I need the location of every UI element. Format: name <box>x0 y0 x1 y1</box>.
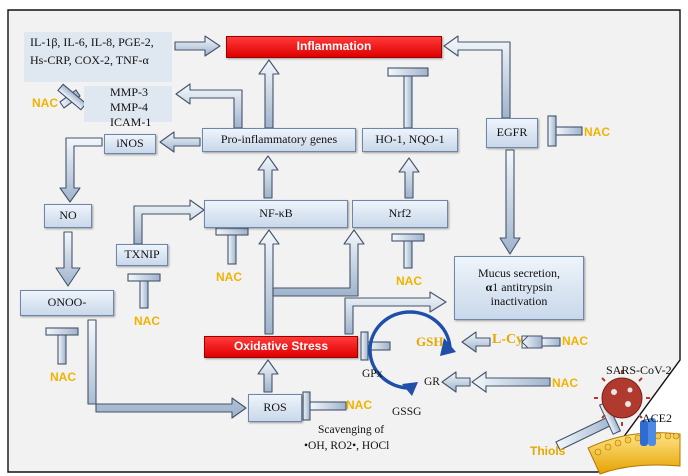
inos-box: iNOS <box>104 134 156 154</box>
nac-label-nfkb: NAC <box>216 270 242 284</box>
arrow-no-to-onoo <box>55 231 81 287</box>
cell-membrane-icon <box>587 418 681 475</box>
ros-box: ROS <box>248 394 302 422</box>
arrow-egfr-to-inflammation <box>443 35 511 119</box>
inhibitor-bar-egfr <box>547 115 557 147</box>
egfr-box: EGFR <box>486 118 538 148</box>
gr-label: GR <box>424 376 440 388</box>
lcys-label: L-Cys <box>492 332 529 347</box>
mucus-line-2-rest: 1 antitrypsin <box>492 280 553 295</box>
cytokines-line-1: IL-1β, IL-6, IL-8, PGE-2, <box>30 35 154 49</box>
inhibitor-bar-ros <box>302 391 311 421</box>
gpx-label: GPx <box>362 368 383 380</box>
ho1-nqo1-box: HO-1, NQO-1 <box>362 128 458 152</box>
gsh-gssg-cycle-arc <box>368 310 452 390</box>
onoo-box: ONOO- <box>20 290 114 316</box>
inhibitor-bar-mmp <box>57 83 87 111</box>
nrf2-box: Nrf2 <box>352 200 448 228</box>
ace2-label: ACE2 <box>642 411 672 425</box>
scavenging-line-1: Scavenging of <box>318 424 385 436</box>
arrow-lcys-to-gsh <box>461 331 491 353</box>
arrow-egfr-to-mucus <box>499 149 521 255</box>
no-box: NO <box>44 204 92 228</box>
alpha-symbol: α <box>485 280 493 295</box>
arrow-gr <box>441 371 471 393</box>
nac-label-mmp: NAC <box>32 96 58 110</box>
arrow-proinflammatory-to-inflammation <box>258 59 280 129</box>
nac-label-txnip: NAC <box>134 314 160 328</box>
mucus-secretion-box: Mucus secretion, α1 antitrypsin inactiva… <box>454 256 584 320</box>
arrow-proinflammatory-to-mmp <box>175 83 243 129</box>
nac-label-onoo: NAC <box>50 370 76 384</box>
cytokines-line-2: Hs-CRP, COX-2, TNF-α <box>30 53 149 67</box>
arrow-proinflammatory-to-inos <box>159 131 201 153</box>
inhibitor-bar-txnip <box>127 273 161 282</box>
mucus-line-2: α1 antitrypsin <box>485 280 553 295</box>
gssg-label: GSSG <box>392 406 422 418</box>
gsh-arrowhead <box>440 338 456 356</box>
thiols-label: Thiols <box>530 444 566 458</box>
nac-label-ros: NAC <box>346 398 372 412</box>
arrow-cytokines-to-inflammation <box>174 35 221 57</box>
sars-cov-2-virus-icon <box>594 370 650 426</box>
inhibitor-bar-onoo <box>45 327 79 336</box>
cytokines-panel <box>24 32 172 82</box>
arrow-nrf2-to-ho1 <box>398 157 420 199</box>
gssg-arrowhead <box>402 382 418 396</box>
arrow-onoo-to-ros <box>87 319 247 419</box>
nfkb-box: NF-κB <box>204 200 348 228</box>
arrow-oxstress-to-nrf2 <box>272 229 365 297</box>
nac-label-gr: NAC <box>552 376 578 390</box>
arrow-oxstress-to-mucus <box>344 291 447 335</box>
oxidative-stress-box: Oxidative Stress <box>204 336 358 358</box>
arrow-txnip-to-nfkb <box>133 199 205 245</box>
arrow-oxstress-to-nfkb <box>258 229 280 335</box>
mmp-panel <box>84 86 172 122</box>
arrow-nfkb-to-proinflammatory <box>257 155 279 199</box>
scavenging-line-2: •OH, RO2•, HOCl <box>304 440 390 452</box>
txnip-box: TXNIP <box>116 244 168 266</box>
inhibitor-bar-nrf2 <box>391 233 425 242</box>
mucus-line-3: inactivation <box>490 293 548 308</box>
proinflammatory-genes-box: Pro-inflammatory genes <box>202 128 356 152</box>
inhibitor-bar-ho1 <box>387 67 429 77</box>
sars-cov-2-label: SARS-CoV-2 <box>606 363 672 377</box>
inhibitor-bar-nfkb <box>215 227 249 236</box>
mmp3-label: MMP-3 <box>110 85 149 99</box>
arrow-ros-to-oxstress <box>257 359 279 393</box>
mmp4-label: MMP-4 <box>110 100 149 114</box>
gsh-label: GSH <box>416 334 444 349</box>
inhibitor-bar-gpx <box>360 331 369 361</box>
nac-label-nrf2: NAC <box>396 274 422 288</box>
icam1-label: ICAM-1 <box>110 115 152 129</box>
mucus-line-1: Mucus secretion, <box>478 266 560 281</box>
inflammation-box: Inflammation <box>226 36 442 58</box>
arrow-inos-to-no <box>59 137 103 203</box>
nac-label-lcys: NAC <box>562 334 588 348</box>
nac-label-egfr: NAC <box>584 125 610 139</box>
